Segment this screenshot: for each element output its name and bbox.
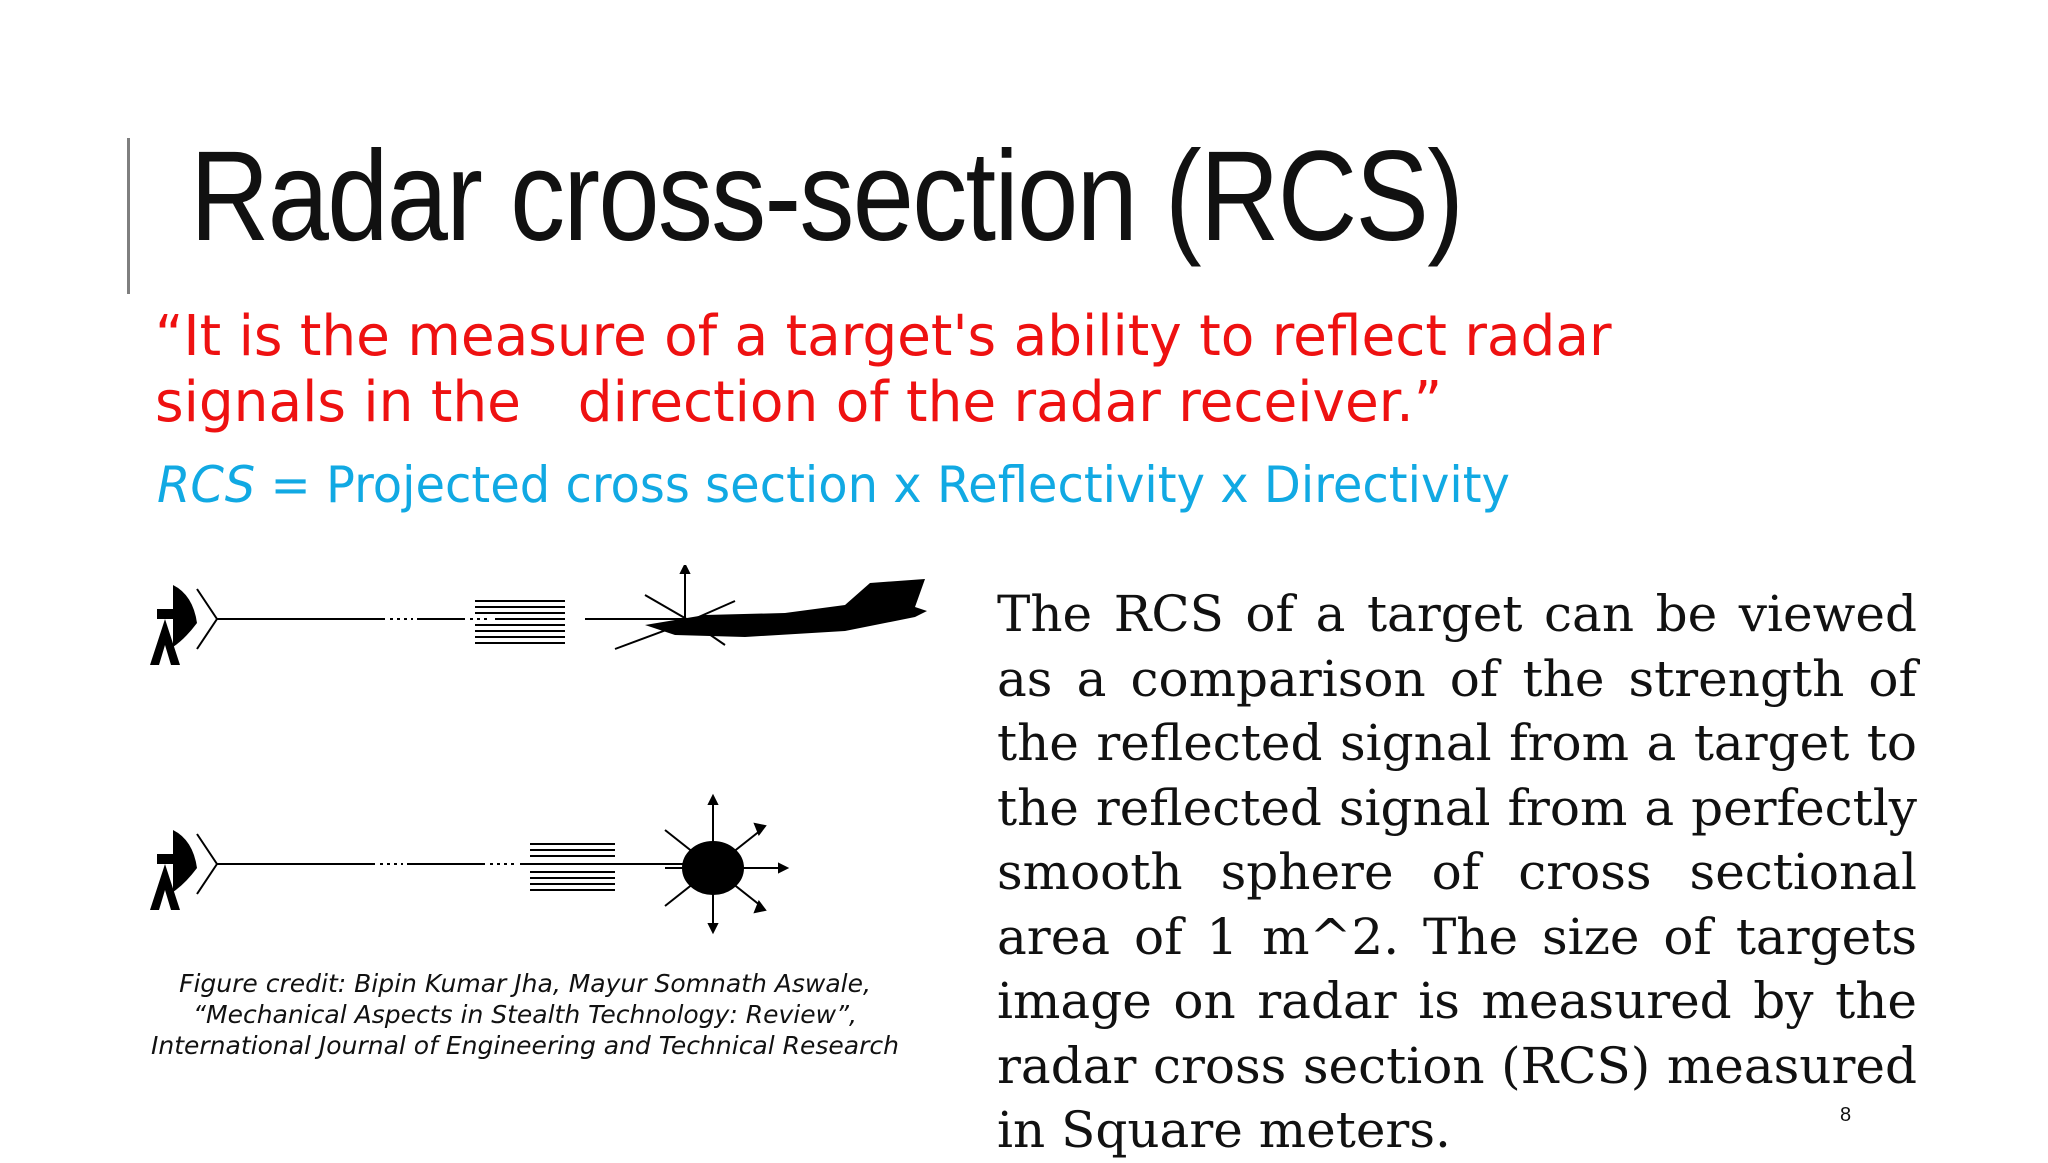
credit-line-2: “Mechanical Aspects in Stealth Technolog… [193, 1000, 857, 1029]
rcs-description: The RCS of a target can be viewed as a c… [997, 585, 1917, 1159]
credit-line-1: Figure credit: Bipin Kumar Jha, Mayur So… [179, 969, 871, 998]
rcs-illustration [150, 565, 927, 935]
radar-dish-icon [150, 585, 218, 665]
rcs-formula: RCS = Projected cross section x Reflecti… [157, 456, 1510, 514]
radar-beam-lines [217, 565, 736, 650]
radar-dish-icon-2 [150, 830, 218, 910]
quote-line-1: “It is the measure of a target's ability… [155, 304, 1612, 369]
quote-line-2-start: signals in the [155, 370, 521, 435]
quote-line-2-end: direction of the radar receiver.” [577, 370, 1443, 435]
page-number: 8 [1840, 1104, 1852, 1126]
formula-expression: = Projected cross section x Reflectivity… [255, 456, 1510, 514]
aircraft-silhouette [645, 579, 927, 637]
quote-line-2: signals in the direction of the radar rec… [155, 370, 1723, 436]
figure-credit: Figure credit: Bipin Kumar Jha, Mayur So… [140, 968, 910, 1061]
slide-title: Radar cross-section (RCS) [190, 125, 1464, 268]
sphere-target [664, 793, 790, 935]
radar-beam-lines-2 [217, 843, 695, 891]
formula-symbol: RCS [157, 456, 256, 514]
title-accent-bar [127, 138, 130, 294]
credit-line-3: International Journal of Engineering and… [150, 1031, 899, 1060]
definition-quote: “It is the measure of a target's ability… [155, 304, 1723, 436]
